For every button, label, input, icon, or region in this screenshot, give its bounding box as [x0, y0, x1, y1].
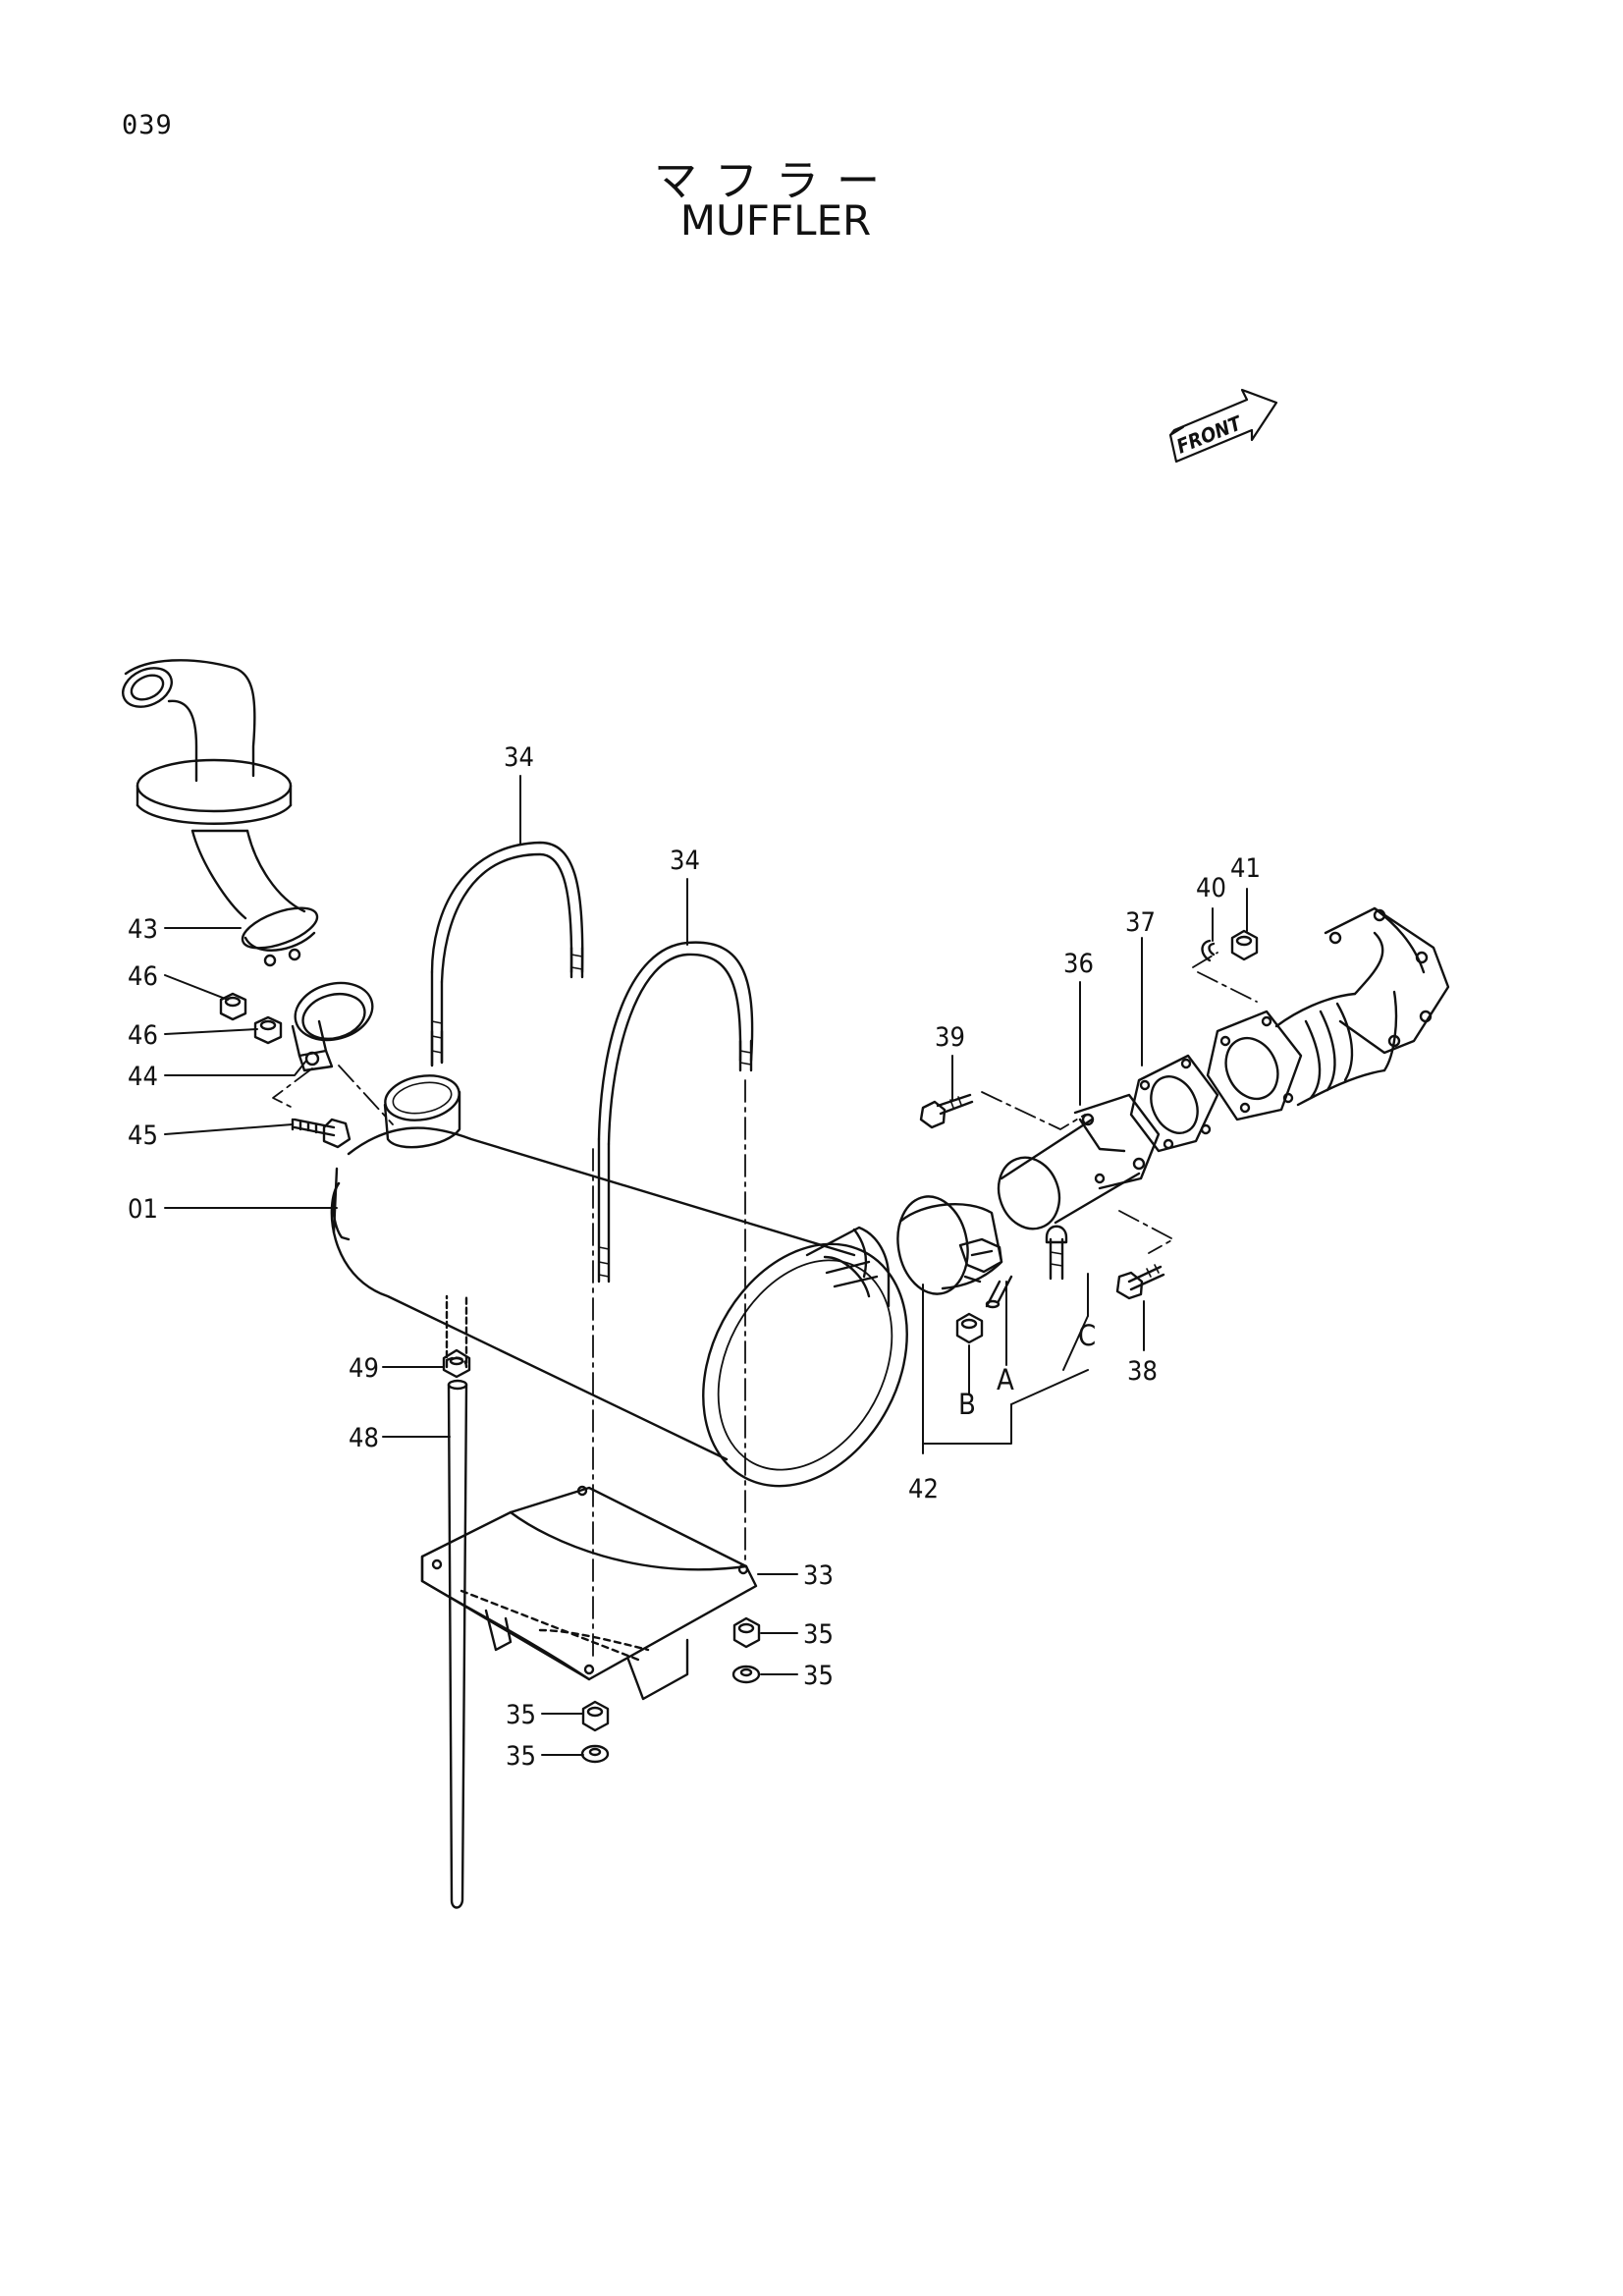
title-japanese: マフラー [654, 156, 897, 206]
callout-35-c: 35 [506, 1700, 536, 1730]
nut-46-upper [219, 992, 247, 1021]
letter-c: C [1078, 1319, 1096, 1352]
nut-35-c [581, 1700, 610, 1732]
callout-48: 48 [349, 1423, 379, 1453]
callout-35-a: 35 [803, 1619, 834, 1650]
callout-39: 39 [935, 1022, 965, 1053]
page-number: 039 [122, 110, 173, 140]
stack-clamp-part [291, 981, 374, 1072]
callout-40: 40 [1196, 873, 1226, 903]
leader-lines [164, 775, 1248, 1756]
bolt-c [1045, 1225, 1068, 1281]
callout-labels: 34 34 43 46 46 44 45 01 49 48 33 35 35 3… [128, 742, 1261, 1772]
mounting-bracket-33 [420, 1485, 758, 1701]
callout-49: 49 [349, 1353, 379, 1384]
nut-35-d [580, 1744, 610, 1764]
callout-44: 44 [128, 1062, 158, 1092]
pipe-36 [997, 1093, 1161, 1230]
bolt-38 [1115, 1264, 1165, 1300]
callout-38: 38 [1127, 1356, 1158, 1387]
title-english: MUFFLER [679, 196, 872, 245]
exhaust-stack-part [122, 659, 319, 967]
nut-41 [1230, 929, 1259, 961]
washer-40 [1201, 939, 1216, 962]
clamp-42-assembly [896, 1195, 1013, 1309]
u-bolt-34-right [597, 941, 754, 1284]
callout-35-b: 35 [803, 1661, 834, 1691]
callout-01: 01 [128, 1194, 158, 1225]
callout-33: 33 [803, 1560, 834, 1591]
drain-cock-49 [442, 1294, 471, 1379]
callout-36: 36 [1063, 949, 1094, 979]
callout-46-upper: 46 [128, 961, 158, 992]
callout-45: 45 [128, 1121, 158, 1151]
callout-34-left: 34 [504, 742, 534, 773]
nut-35-a [732, 1616, 761, 1649]
muffler-body-part [330, 1074, 908, 1488]
nut-46-lower [253, 1015, 283, 1045]
callout-43: 43 [128, 914, 158, 945]
exhaust-elbow-part [1206, 906, 1450, 1121]
front-arrow-icon: FRONT [1168, 388, 1278, 464]
bolt-39 [919, 1093, 974, 1129]
letter-b: B [958, 1388, 976, 1421]
callout-34-right: 34 [670, 846, 700, 876]
nut-35-b [731, 1665, 761, 1684]
callout-41: 41 [1230, 853, 1261, 884]
alignment-lines [272, 952, 1258, 1661]
callout-42: 42 [908, 1474, 939, 1504]
gasket-37 [1129, 1054, 1219, 1153]
front-label: FRONT [1173, 410, 1246, 459]
bolt-45 [291, 1118, 352, 1149]
callout-37: 37 [1125, 907, 1156, 938]
letter-a: A [997, 1363, 1014, 1396]
nut-b [955, 1312, 984, 1344]
callout-46-lower: 46 [128, 1020, 158, 1051]
callout-35-d: 35 [506, 1741, 536, 1772]
drain-tube-48 [447, 1379, 468, 1909]
u-bolt-34-left [430, 841, 584, 1067]
